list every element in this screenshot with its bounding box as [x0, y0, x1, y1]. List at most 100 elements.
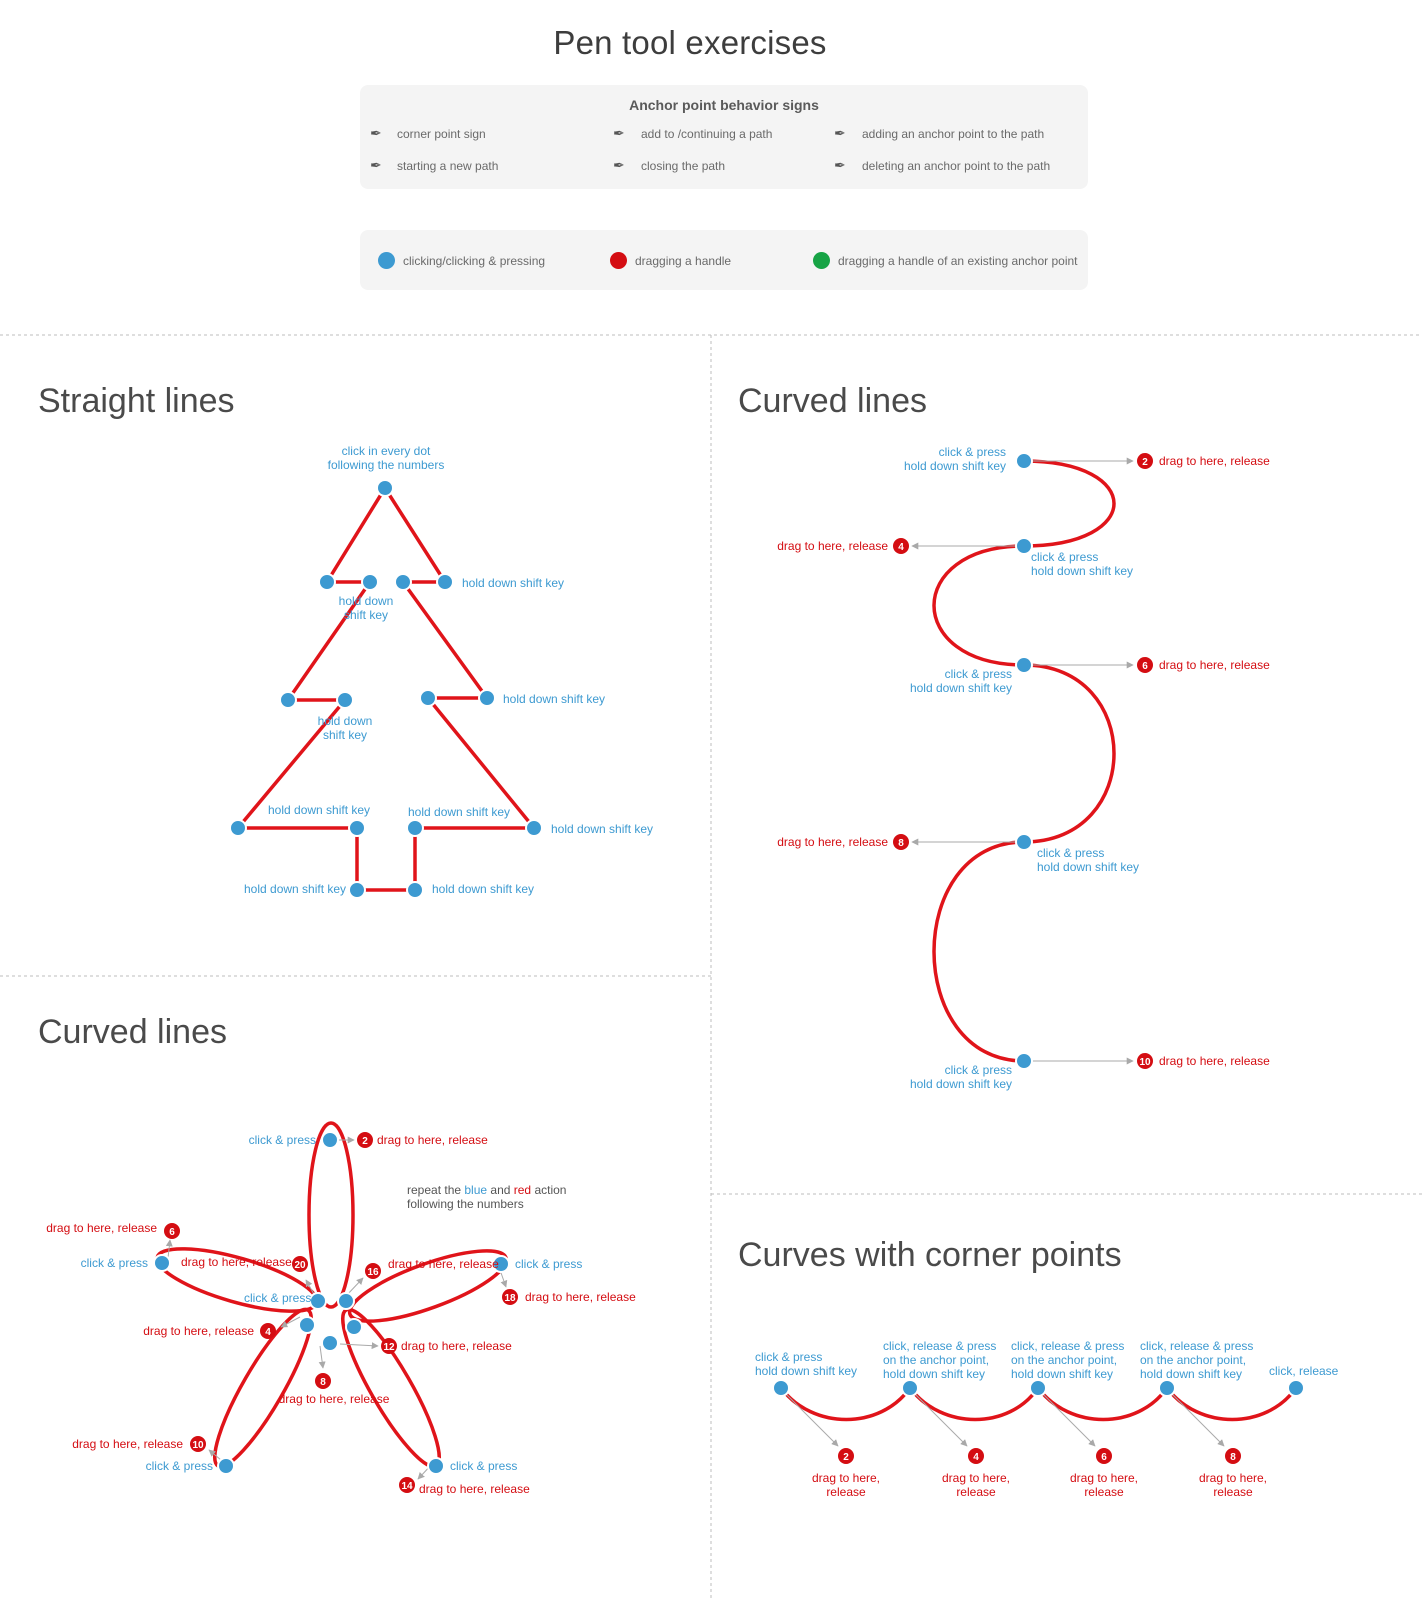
s-curve-exercise: 2 4 6 8 10 drag to here, release drag to… — [777, 445, 1270, 1091]
sign-label: starting a new path — [397, 159, 499, 173]
legend-red-dot — [610, 252, 627, 269]
shift-label: hold down shift key — [551, 822, 653, 836]
click-label: click & press — [945, 667, 1012, 681]
shift-label: hold down shift key — [910, 1077, 1012, 1091]
number-badge — [1137, 453, 1153, 469]
click-label: on the anchor point, — [1011, 1353, 1117, 1367]
shift-label: hold down — [339, 594, 394, 608]
anchor-dot — [1015, 1052, 1033, 1070]
legend-green-dot — [813, 252, 830, 269]
number-badge — [381, 1338, 397, 1354]
pen-corner-icon: ✒︎ — [370, 125, 382, 141]
flower-drag-labels: drag to here, release drag to here, rele… — [46, 1133, 636, 1496]
drag-label: drag to here, — [812, 1471, 880, 1485]
anchor-dot — [345, 1318, 363, 1336]
flower-exercise: 2 4 6 8 10 12 14 16 18 20 drag to here, … — [46, 1121, 636, 1496]
handle-guides — [911, 457, 1134, 1065]
corner-anchor-points — [772, 1379, 1305, 1397]
section-dividers — [0, 334, 1422, 1600]
drag-label: drag to here, release — [1159, 658, 1270, 672]
shift-label: shift key — [344, 608, 388, 622]
click-label: click & press — [1037, 846, 1104, 860]
shift-label: hold down shift key — [462, 576, 564, 590]
drag-label: drag to here, release — [419, 1482, 530, 1496]
drag-label: drag to here, release — [279, 1392, 390, 1406]
click-label: click, release & press — [1140, 1339, 1253, 1353]
pen-continue-icon: ✒︎ — [613, 125, 625, 141]
drag-label: drag to here, release — [181, 1255, 292, 1269]
behavior-signs-title: Anchor point behavior signs — [629, 97, 819, 113]
anchor-dot — [337, 1292, 355, 1310]
behavior-signs-panel: Anchor point behavior signs ✒︎ corner po… — [360, 85, 1088, 189]
anchor-dot — [1158, 1379, 1176, 1397]
flower-petals — [155, 1121, 509, 1469]
click-label: click & press — [515, 1257, 582, 1271]
pen-new-path-icon: ✒︎ — [370, 157, 382, 173]
anchor-dot — [772, 1379, 790, 1397]
shift-label: hold down shift key — [910, 681, 1012, 695]
number-badge — [190, 1436, 206, 1452]
pen-close-icon: ✒︎ — [613, 157, 625, 173]
section-title-straight: Straight lines — [38, 382, 235, 420]
click-label: click & press — [1031, 550, 1098, 564]
badge-number: 14 — [401, 1481, 413, 1492]
shift-label: hold down shift key — [1011, 1367, 1113, 1381]
click-label: click & press — [81, 1256, 148, 1270]
anchor-dot — [525, 819, 543, 837]
badge-number: 16 — [367, 1267, 379, 1278]
anchor-dot — [1029, 1379, 1047, 1397]
shift-label: hold down — [318, 714, 373, 728]
shift-label: hold down shift key — [904, 459, 1006, 473]
corner-drag-labels: drag to here, release drag to here, rele… — [812, 1471, 1267, 1499]
tree-path — [236, 486, 536, 892]
pen-delete-icon: ✒︎ — [834, 157, 846, 173]
tree-anchor-points — [229, 479, 543, 899]
anchor-dot — [321, 1131, 339, 1149]
s-curve-path — [932, 459, 1116, 1063]
anchor-dot — [394, 573, 412, 591]
drag-label: drag to here, release — [777, 835, 888, 849]
number-badge — [968, 1448, 984, 1464]
badge-number: 2 — [1142, 457, 1148, 468]
shift-label: hold down shift key — [883, 1367, 985, 1381]
number-badge — [838, 1448, 854, 1464]
drag-label: drag to here, release — [72, 1437, 183, 1451]
anchor-dot — [321, 1334, 339, 1352]
click-label: click & press — [450, 1459, 517, 1473]
anchor-dot — [348, 881, 366, 899]
anchor-dot — [309, 1292, 327, 1310]
anchor-dot — [1015, 452, 1033, 470]
badge-number: 10 — [1139, 1057, 1151, 1068]
shift-label: hold down shift key — [244, 882, 346, 896]
click-label: click, release & press — [883, 1339, 996, 1353]
number-badge — [315, 1373, 331, 1389]
shift-label: hold down shift key — [1037, 860, 1139, 874]
number-badge — [1225, 1448, 1241, 1464]
anchor-dot — [298, 1316, 316, 1334]
corner-click-labels: click & press hold down shift key click,… — [755, 1339, 1339, 1381]
corner-handle-guides — [785, 1393, 1225, 1447]
number-badge — [292, 1256, 308, 1272]
repeat-instruction: repeat the blue and red action — [407, 1183, 566, 1197]
badge-number: 10 — [192, 1440, 204, 1451]
number-badge — [893, 834, 909, 850]
click-label: click, release — [1269, 1364, 1339, 1378]
badge-number: 6 — [169, 1227, 175, 1238]
drag-label: drag to here, release — [143, 1324, 254, 1338]
flower-click-labels: click & press click & press click & pres… — [81, 1133, 583, 1473]
shift-label: shift key — [323, 728, 367, 742]
number-badge — [893, 538, 909, 554]
sign-label: deleting an anchor point to the path — [862, 159, 1051, 173]
anchor-dot — [427, 1457, 445, 1475]
number-badge — [365, 1263, 381, 1279]
anchor-dot — [318, 573, 336, 591]
legend-label: dragging a handle — [635, 254, 732, 268]
number-badge — [1137, 657, 1153, 673]
legend-panel: clicking/clicking & pressing dragging a … — [360, 230, 1088, 290]
anchor-dot — [1015, 656, 1033, 674]
anchor-dot — [279, 691, 297, 709]
click-label: click & press — [146, 1459, 213, 1473]
petal — [347, 1249, 509, 1323]
drag-label: release — [826, 1485, 866, 1499]
